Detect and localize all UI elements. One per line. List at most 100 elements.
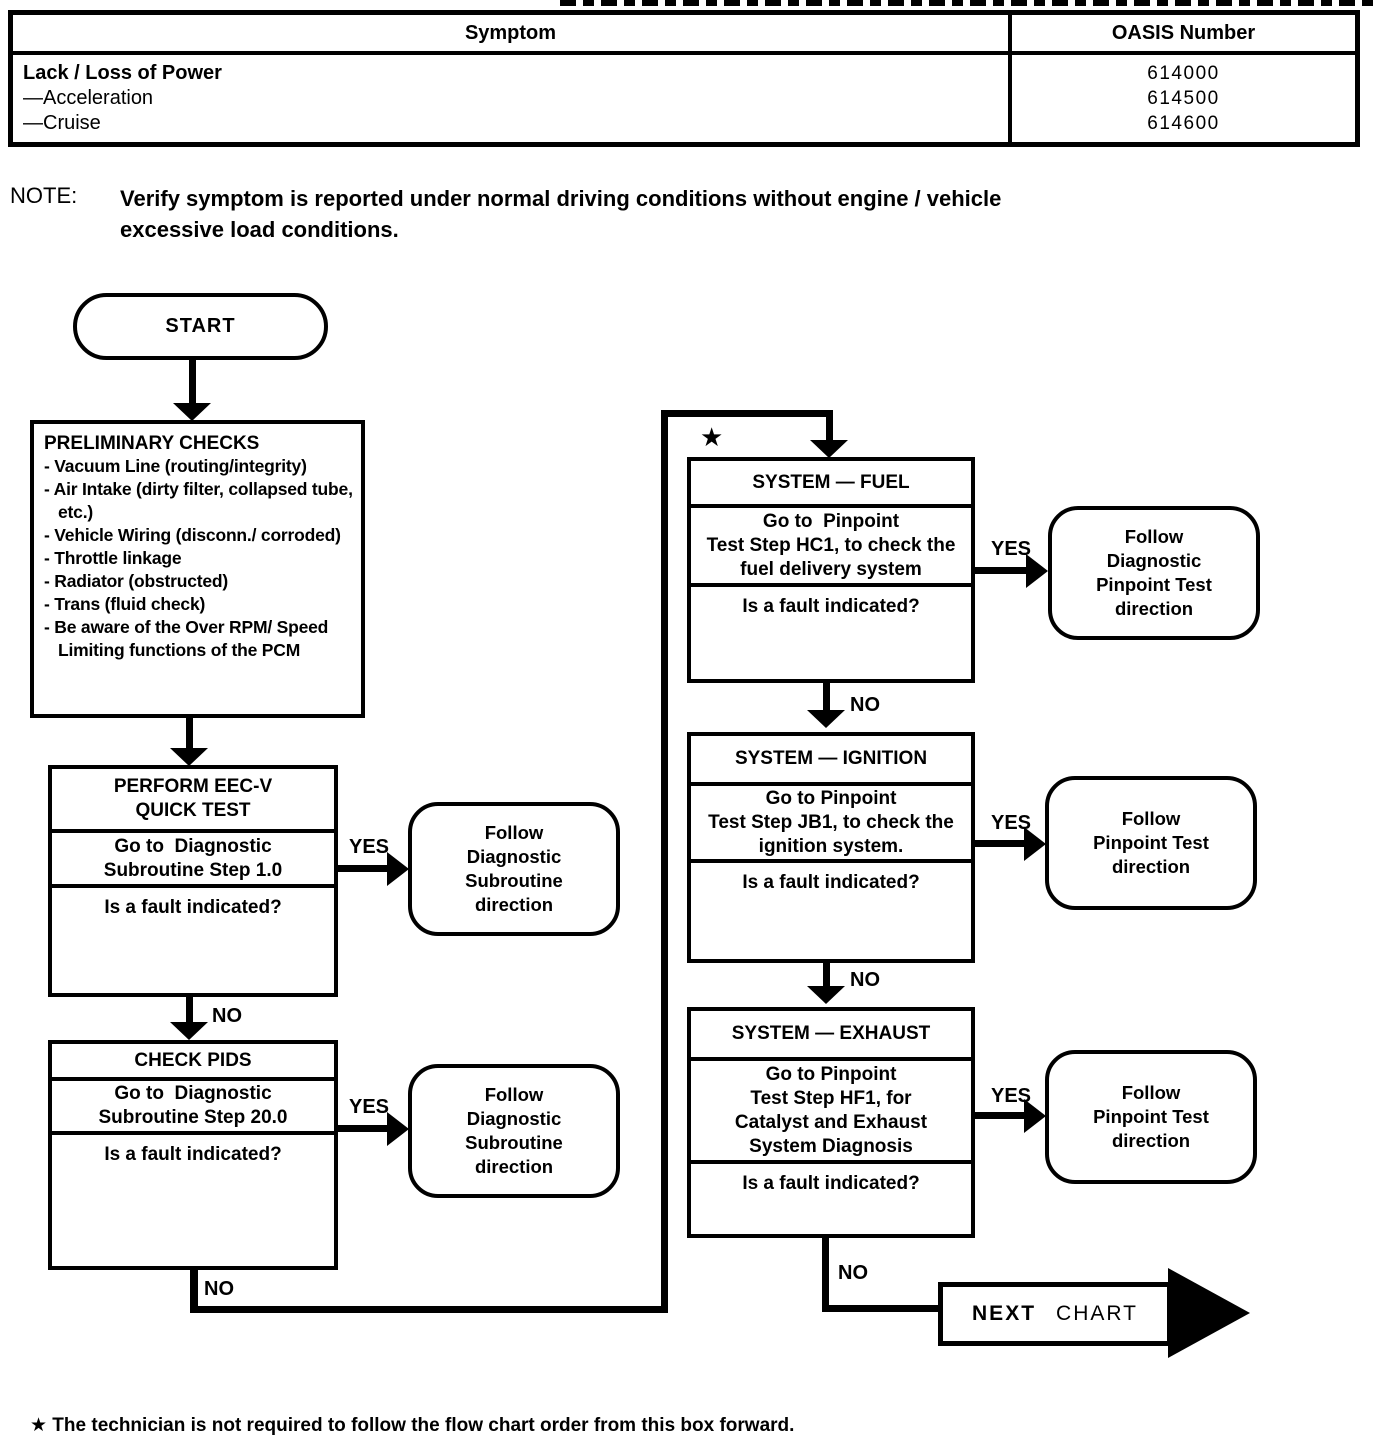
connector-loop-top <box>661 410 833 417</box>
outcome-line: Subroutine <box>465 1132 563 1153</box>
arrowhead-right-icon <box>1024 1099 1046 1133</box>
system-exhaust-question: Is a fault indicated? <box>691 1164 971 1234</box>
title-line: PERFORM EEC-V <box>113 776 273 797</box>
star-marker: ★ <box>700 422 724 452</box>
preliminary-checks-box: PRELIMINARY CHECKS - Vacuum Line (routin… <box>30 420 365 718</box>
check-item: - Be aware of the Over RPM/ Speed Limiti… <box>44 617 329 660</box>
connector-preliminary-quicktest <box>186 718 193 749</box>
table-row-symptom: —Acceleration <box>23 87 154 109</box>
quick-test-question: Is a fault indicated? <box>52 888 334 993</box>
next-chart-box: NEXT CHART <box>938 1282 1172 1346</box>
action-line: System Diagnosis <box>749 1135 913 1157</box>
yes-label: YES <box>991 1085 1032 1107</box>
next-chart-word: NEXT <box>972 1302 1037 1325</box>
outcome-line: Diagnostic <box>1106 550 1202 571</box>
connector-ignition-exhaust <box>823 963 830 987</box>
outcome-line: Follow <box>1124 526 1184 547</box>
outcome-line: Subroutine <box>465 870 563 891</box>
quick-test-box: PERFORM EEC-V QUICK TEST Go to Diagnosti… <box>48 765 338 997</box>
action-line: Subroutine Step 20.0 <box>98 1107 288 1128</box>
quick-test-title: PERFORM EEC-V QUICK TEST <box>52 769 334 833</box>
table-row-symptom: Lack / Loss of Power <box>23 62 222 84</box>
question-line: Is a fault indicated? <box>104 897 282 918</box>
table-row-oasis: 614000 <box>1147 62 1220 84</box>
outcome-line: direction <box>1111 1130 1191 1151</box>
question-line: Is a fault indicated? <box>742 872 920 893</box>
system-ignition-box: SYSTEM — IGNITION Go to Pinpoint Test St… <box>687 732 975 963</box>
table-header-row: Symptom OASIS Number <box>13 15 1355 55</box>
title-line: SYSTEM — EXHAUST <box>731 1023 931 1044</box>
action-line: Go to Pinpoint <box>765 787 897 809</box>
no-label: NO <box>850 694 880 716</box>
action-line: Test Step HC1, to check the <box>706 534 956 556</box>
system-fuel-title: SYSTEM — FUEL <box>691 461 971 508</box>
arrowhead-right-icon <box>1026 554 1048 588</box>
title-line: SYSTEM — FUEL <box>752 471 910 493</box>
no-label: NO <box>204 1278 234 1300</box>
system-fuel-question: Is a fault indicated? <box>691 587 971 679</box>
system-exhaust-box: SYSTEM — EXHAUST Go to Pinpoint Test Ste… <box>687 1007 975 1238</box>
no-label: NO <box>838 1262 868 1284</box>
check-pids-box: CHECK PIDS Go to Diagnostic Subroutine S… <box>48 1040 338 1270</box>
note-label: NOTE: <box>10 183 78 208</box>
connector-exhaust-outcome <box>975 1112 1025 1119</box>
question-line: Is a fault indicated? <box>742 596 920 617</box>
outcome-line: Follow <box>1121 1082 1181 1103</box>
outcome-line: Pinpoint Test <box>1096 574 1212 595</box>
outcome-subroutine-a: Follow Diagnostic Subroutine direction <box>408 802 620 936</box>
scan-noise-strip <box>560 0 1376 6</box>
check-item: - Throttle linkage <box>44 548 182 568</box>
connector-fuel-outcome <box>975 567 1027 574</box>
start-node: START <box>73 293 328 360</box>
next-chart-arrowhead-icon <box>1168 1268 1250 1358</box>
table-header-symptom: Symptom <box>464 21 557 44</box>
note-line: Verify symptom is reported under normal … <box>120 186 1002 211</box>
table-body: Lack / Loss of Power —Acceleration —Crui… <box>13 55 1355 142</box>
action-line: ignition system. <box>758 835 904 857</box>
outcome-line: Diagnostic <box>466 1108 562 1129</box>
check-item: - Air Intake (dirty filter, collapsed tu… <box>44 479 353 522</box>
arrowhead-right-icon <box>387 852 409 886</box>
arrowhead-down-icon <box>807 710 845 728</box>
connector-to-nextchart <box>822 1305 942 1312</box>
title-line: CHECK PIDS <box>134 1049 252 1071</box>
table-row-oasis: 614600 <box>1147 112 1220 134</box>
arrowhead-right-icon <box>387 1112 409 1146</box>
quick-test-action: Go to Diagnostic Subroutine Step 1.0 <box>52 833 334 888</box>
connector-quicktest-outcome <box>338 865 388 872</box>
connector-ignition-outcome <box>975 840 1025 847</box>
next-chart-word: CHART <box>1056 1302 1138 1325</box>
outcome-line: Follow <box>1121 808 1181 829</box>
star-footnote: ★ The technician is not required to foll… <box>30 1415 795 1436</box>
connector-loop-bottom <box>190 1306 668 1313</box>
action-line: Go to Diagnostic <box>114 835 272 857</box>
system-exhaust-title: SYSTEM — EXHAUST <box>691 1011 971 1061</box>
no-label: NO <box>212 1005 242 1027</box>
action-line: Go to Diagnostic <box>114 1083 272 1104</box>
system-fuel-action: Go to Pinpoint Test Step HC1, to check t… <box>691 508 971 587</box>
yes-label: YES <box>991 812 1032 834</box>
check-item: - Vacuum Line (routing/integrity) <box>44 456 307 476</box>
title-line: QUICK TEST <box>135 800 251 821</box>
arrowhead-down-icon <box>170 748 208 766</box>
question-line: Is a fault indicated? <box>742 1173 920 1194</box>
arrowhead-down-icon <box>810 440 848 458</box>
outcome-line: direction <box>474 1156 554 1177</box>
system-fuel-box: SYSTEM — FUEL Go to Pinpoint Test Step H… <box>687 457 975 683</box>
table-header-oasis: OASIS Number <box>1008 15 1355 51</box>
check-item: - Trans (fluid check) <box>44 594 206 614</box>
arrowhead-down-icon <box>170 1022 208 1040</box>
action-line: fuel delivery system <box>740 558 922 580</box>
symptom-table: Symptom OASIS Number Lack / Loss of Powe… <box>8 10 1360 147</box>
connector-checkpids-outcome <box>338 1125 388 1132</box>
no-label: NO <box>850 969 880 991</box>
yes-label: YES <box>349 836 390 858</box>
action-line: Catalyst and Exhaust <box>734 1111 928 1133</box>
question-line: Is a fault indicated? <box>104 1144 282 1165</box>
note-line: excessive load conditions. <box>120 217 399 242</box>
action-line: Go to Pinpoint <box>762 510 900 532</box>
arrowhead-right-icon <box>1024 827 1046 861</box>
check-item: - Radiator (obstructed) <box>44 571 229 591</box>
connector-start-preliminary <box>189 360 196 404</box>
